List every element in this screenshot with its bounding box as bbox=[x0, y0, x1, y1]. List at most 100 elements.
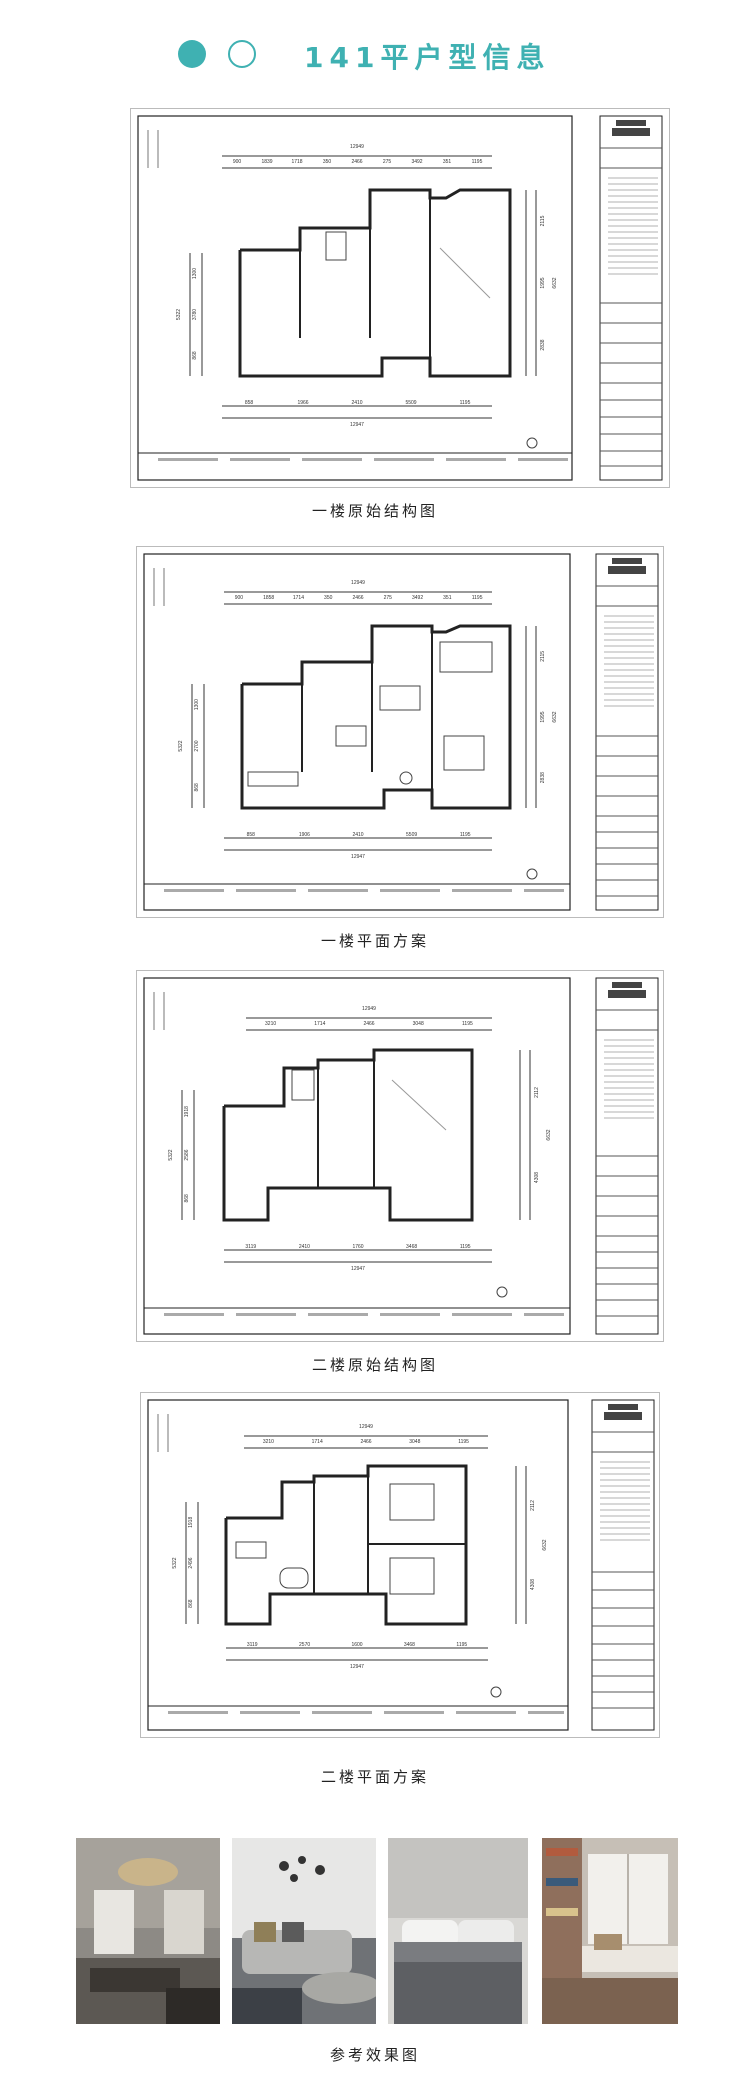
plan-caption-1: 一楼原始结构图 bbox=[311, 502, 438, 520]
dimension-label: 3119 bbox=[245, 1244, 256, 1250]
overall-dimension-label: 12949 bbox=[351, 580, 365, 586]
dimension-label: 1906 bbox=[299, 832, 310, 838]
plan-caption-3: 二楼原始结构图 bbox=[311, 1356, 438, 1374]
section-header: 141平户型信息 bbox=[0, 36, 750, 76]
dimension-label: 858 bbox=[245, 400, 254, 406]
dimension-label: 3468 bbox=[406, 1244, 417, 1250]
dimension-label: 2410 bbox=[299, 1244, 310, 1250]
dimension-label: 1714 bbox=[314, 1021, 325, 1027]
dimension-label: 3492 bbox=[411, 159, 422, 165]
dimension-label: 3048 bbox=[409, 1439, 420, 1445]
dimension-label: 2586 bbox=[184, 1149, 190, 1160]
floor-plan-2f-original: 3210 1714 2466 3048 1195 3119 2410 1760 3468 1195… bbox=[136, 970, 664, 1342]
dimension-label: 5509 bbox=[405, 400, 416, 406]
dimension-label: 1858 bbox=[263, 595, 274, 601]
overall-dimension-label: 12949 bbox=[350, 144, 364, 150]
dimension-label: 1718 bbox=[291, 159, 302, 165]
dimension-label: 2115 bbox=[540, 215, 546, 226]
dimension-label: 1966 bbox=[297, 400, 308, 406]
dimension-label: 1760 bbox=[352, 1244, 363, 1250]
dimension-label: 1300 bbox=[192, 268, 198, 279]
dimension-label: 1714 bbox=[312, 1439, 323, 1445]
dimension-label: 2466 bbox=[363, 1021, 374, 1027]
overall-dimension-label: 6632 bbox=[546, 1129, 552, 1140]
dimension-label: 2115 bbox=[540, 651, 546, 662]
overall-dimension-label: 6632 bbox=[552, 711, 558, 722]
reference-photo-living-room bbox=[76, 1838, 220, 2024]
overall-dimension-label: 6632 bbox=[552, 277, 558, 288]
overall-dimension-label: 5322 bbox=[172, 1557, 178, 1568]
overall-dimension-label: 5322 bbox=[168, 1149, 174, 1160]
dimension-label: 2466 bbox=[360, 1439, 371, 1445]
dimension-label: 351 bbox=[443, 595, 452, 601]
dimension-label: 1195 bbox=[462, 1021, 473, 1027]
dimension-label: 5509 bbox=[406, 832, 417, 838]
plan-drawing: 900 1858 1714 350 2466 275 3492 351 1195 858 1906 2… bbox=[136, 546, 664, 918]
overall-dimension-label: 12947 bbox=[350, 422, 364, 428]
dimension-label: 2466 bbox=[352, 595, 363, 601]
photos-caption: 参考效果图 bbox=[329, 2046, 420, 2064]
overall-dimension-label: 12949 bbox=[359, 1424, 373, 1430]
dimension-label: 351 bbox=[443, 159, 452, 165]
dimension-label: 1714 bbox=[293, 595, 304, 601]
dimension-label: 350 bbox=[324, 595, 333, 601]
dimension-label: 900 bbox=[233, 159, 242, 165]
dimension-label: 275 bbox=[383, 159, 392, 165]
dimension-label: 900 bbox=[235, 595, 244, 601]
dimension-label: 1600 bbox=[351, 1642, 362, 1648]
dimension-label: 2838 bbox=[540, 772, 546, 783]
overall-dimension-label: 12947 bbox=[351, 1266, 365, 1272]
dimension-label: 4308 bbox=[530, 1579, 536, 1590]
plan-caption-4: 二楼平面方案 bbox=[320, 1768, 429, 1786]
dimension-label: 3048 bbox=[413, 1021, 424, 1027]
overall-dimension-label: 5322 bbox=[176, 309, 182, 320]
dimension-label: 868 bbox=[188, 1599, 194, 1608]
dimension-label: 2410 bbox=[351, 400, 362, 406]
overall-dimension-label: 12947 bbox=[351, 854, 365, 860]
page-title: 141平户型信息 bbox=[304, 41, 551, 74]
overall-dimension-label: 5322 bbox=[178, 740, 184, 751]
dimension-label: 1195 bbox=[456, 1642, 467, 1648]
dimension-label: 1195 bbox=[458, 1439, 469, 1445]
dimension-label: 3119 bbox=[247, 1642, 258, 1648]
dimension-label: 3780 bbox=[192, 309, 198, 320]
dimension-label: 868 bbox=[194, 783, 200, 792]
dimension-label: 1918 bbox=[184, 1106, 190, 1117]
dimension-label: 3210 bbox=[263, 1439, 274, 1445]
dimension-label: 1839 bbox=[261, 159, 272, 165]
reference-photo-window-seat bbox=[542, 1838, 678, 2024]
dimension-label: 2496 bbox=[188, 1557, 194, 1568]
overall-dimension-label: 12949 bbox=[362, 1006, 376, 1012]
dimension-label: 3210 bbox=[265, 1021, 276, 1027]
dimension-label: 4308 bbox=[534, 1172, 540, 1183]
plan-drawing: 3210 1714 2466 3048 1195 3119 2570 1600 3468 1195… bbox=[140, 1392, 660, 1738]
dimension-label: 1195 bbox=[460, 400, 471, 406]
dimension-label: 2112 bbox=[534, 1087, 540, 1098]
outline-circle-icon bbox=[228, 40, 256, 68]
dimension-label: 1995 bbox=[540, 711, 546, 722]
filled-circle-icon bbox=[178, 40, 206, 68]
overall-dimension-label: 12947 bbox=[350, 1664, 364, 1670]
reference-photo-sofa bbox=[232, 1838, 376, 2024]
dimension-label: 2570 bbox=[299, 1642, 310, 1648]
dimension-label: 1995 bbox=[540, 277, 546, 288]
dimension-label: 868 bbox=[184, 1194, 190, 1203]
floor-plan-2f-proposal: 3210 1714 2466 3048 1195 3119 2570 1600 3468 1195… bbox=[140, 1392, 660, 1738]
dimension-label: 2466 bbox=[351, 159, 362, 165]
dimension-label: 1195 bbox=[472, 159, 483, 165]
dimension-label: 3492 bbox=[412, 595, 423, 601]
dimension-label: 1195 bbox=[472, 595, 483, 601]
plan-caption-2: 一楼平面方案 bbox=[320, 932, 429, 950]
dimension-label: 868 bbox=[192, 351, 198, 360]
reference-photo-bed bbox=[388, 1838, 528, 2024]
dimension-label: 3468 bbox=[404, 1642, 415, 1648]
plan-drawing: 3210 1714 2466 3048 1195 3119 2410 1760 3468 1195… bbox=[136, 970, 664, 1342]
dimension-label: 2112 bbox=[530, 1500, 536, 1511]
dimension-label: 275 bbox=[384, 595, 393, 601]
dimension-label: 2838 bbox=[540, 339, 546, 350]
dimension-label: 1195 bbox=[460, 1244, 471, 1250]
dimension-label: 858 bbox=[247, 832, 256, 838]
dimension-label: 1195 bbox=[460, 832, 471, 838]
